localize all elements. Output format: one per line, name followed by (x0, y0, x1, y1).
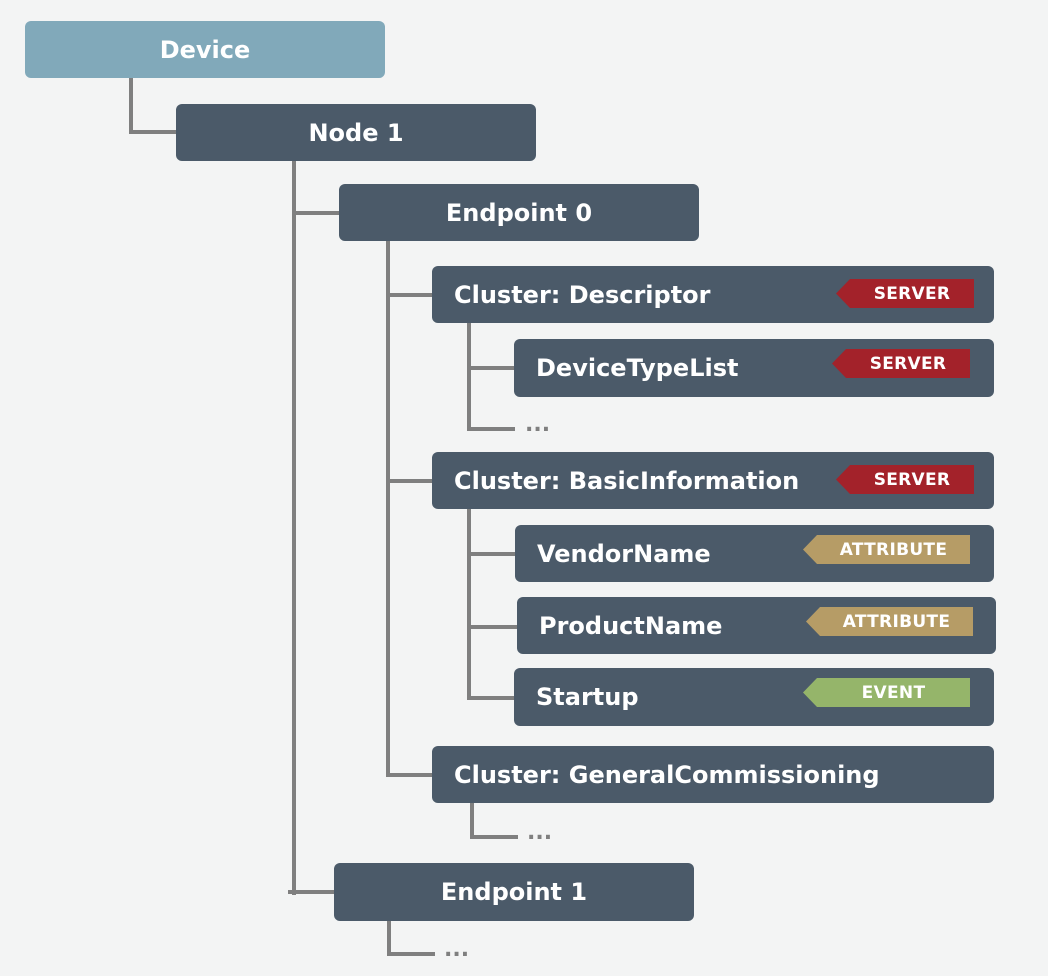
productname-label: ProductName (539, 611, 723, 640)
endpoint-1-label: Endpoint 1 (440, 878, 588, 906)
connector-endpoint0-basicinfo-horizontal (386, 479, 433, 483)
device-node: Device (25, 21, 385, 78)
server-badge: SERVER (836, 279, 974, 308)
node-label: Node 1 (308, 118, 404, 147)
endpoint1-more-ellipsis: ... (444, 937, 470, 962)
server-badge: SERVER (832, 349, 970, 378)
cluster-descriptor-label: Cluster: Descriptor (454, 280, 711, 309)
attribute-badge: ATTRIBUTE (806, 607, 973, 636)
connector-endpoint0-clusters-vertical (386, 241, 390, 777)
connector-device-node-vertical (129, 78, 133, 134)
connector-endpoint0-generalcomm-horizontal (386, 773, 433, 777)
attribute-productname: ProductName ATTRIBUTE (517, 597, 996, 654)
cluster-basicinformation: Cluster: BasicInformation SERVER (432, 452, 994, 509)
attribute-vendorname: VendorName ATTRIBUTE (515, 525, 994, 582)
connector-endpoint1-children-vertical (387, 921, 391, 956)
event-badge: EVENT (803, 678, 970, 707)
connector-basicinfo-children-vertical (467, 509, 471, 700)
connector-generalcomm-more-horizontal (470, 835, 518, 839)
device-label: Device (159, 35, 251, 64)
connector-endpoint0-descriptor-horizontal (386, 293, 433, 297)
connector-node-endpoint0-horizontal (292, 211, 340, 215)
event-startup: Startup EVENT (514, 668, 994, 726)
connector-endpoint1-more-horizontal (387, 952, 435, 956)
endpoint-0-label: Endpoint 0 (445, 198, 593, 227)
node-1: Node 1 (176, 104, 536, 161)
endpoint-0: Endpoint 0 (339, 184, 699, 241)
attribute-devicetypelist: DeviceTypeList SERVER (514, 339, 994, 397)
cluster-basicinformation-label: Cluster: BasicInformation (454, 466, 800, 495)
connector-basicinfo-productname-horizontal (467, 625, 518, 629)
connector-descriptor-more-horizontal (467, 427, 515, 431)
descriptor-more-ellipsis: ... (525, 412, 551, 437)
cluster-generalcommissioning: Cluster: GeneralCommissioning (432, 746, 994, 803)
connector-descriptor-children-vertical (467, 323, 471, 431)
attribute-badge: ATTRIBUTE (803, 535, 970, 564)
devicetypelist-label: DeviceTypeList (536, 354, 739, 382)
connector-device-node-horizontal (129, 130, 177, 134)
connector-node-endpoints-vertical (292, 161, 296, 895)
generalcommissioning-more-ellipsis: ... (527, 820, 553, 845)
vendorname-label: VendorName (537, 539, 711, 568)
endpoint-1: Endpoint 1 (334, 863, 694, 921)
connector-generalcomm-children-vertical (470, 803, 474, 839)
connector-basicinfo-startup-horizontal (467, 696, 515, 700)
connector-node-endpoint1-horizontal (288, 890, 336, 894)
server-badge: SERVER (836, 465, 974, 494)
connector-descriptor-devicetypelist-horizontal (467, 366, 515, 370)
cluster-descriptor: Cluster: Descriptor SERVER (432, 266, 994, 323)
startup-label: Startup (536, 683, 639, 711)
connector-basicinfo-vendorname-horizontal (467, 552, 516, 556)
cluster-generalcommissioning-label: Cluster: GeneralCommissioning (454, 760, 880, 789)
